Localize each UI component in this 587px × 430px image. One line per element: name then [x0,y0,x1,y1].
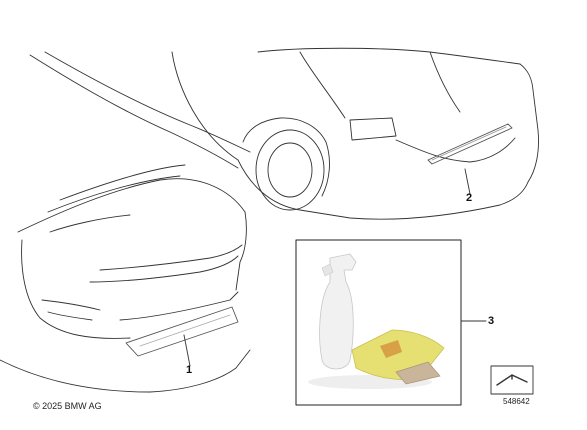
squeegee-card-icon [395,361,441,385]
kit-frame [295,239,462,406]
callout-3: 3 [488,315,495,327]
copyright-text: © 2025 BMW AG [33,401,102,411]
diagram-symbol-box [490,365,534,395]
cleaning-kit-illustration [308,253,445,389]
vehicle-rear-upper [171,47,539,220]
spray-bottle-icon [319,253,357,370]
diagram-number: 548642 [503,397,530,406]
vehicle-rear-lower [0,51,251,393]
diagram-symbol-icon [496,374,528,386]
callout-2: 2 [466,192,473,204]
callout-1: 1 [186,364,193,376]
